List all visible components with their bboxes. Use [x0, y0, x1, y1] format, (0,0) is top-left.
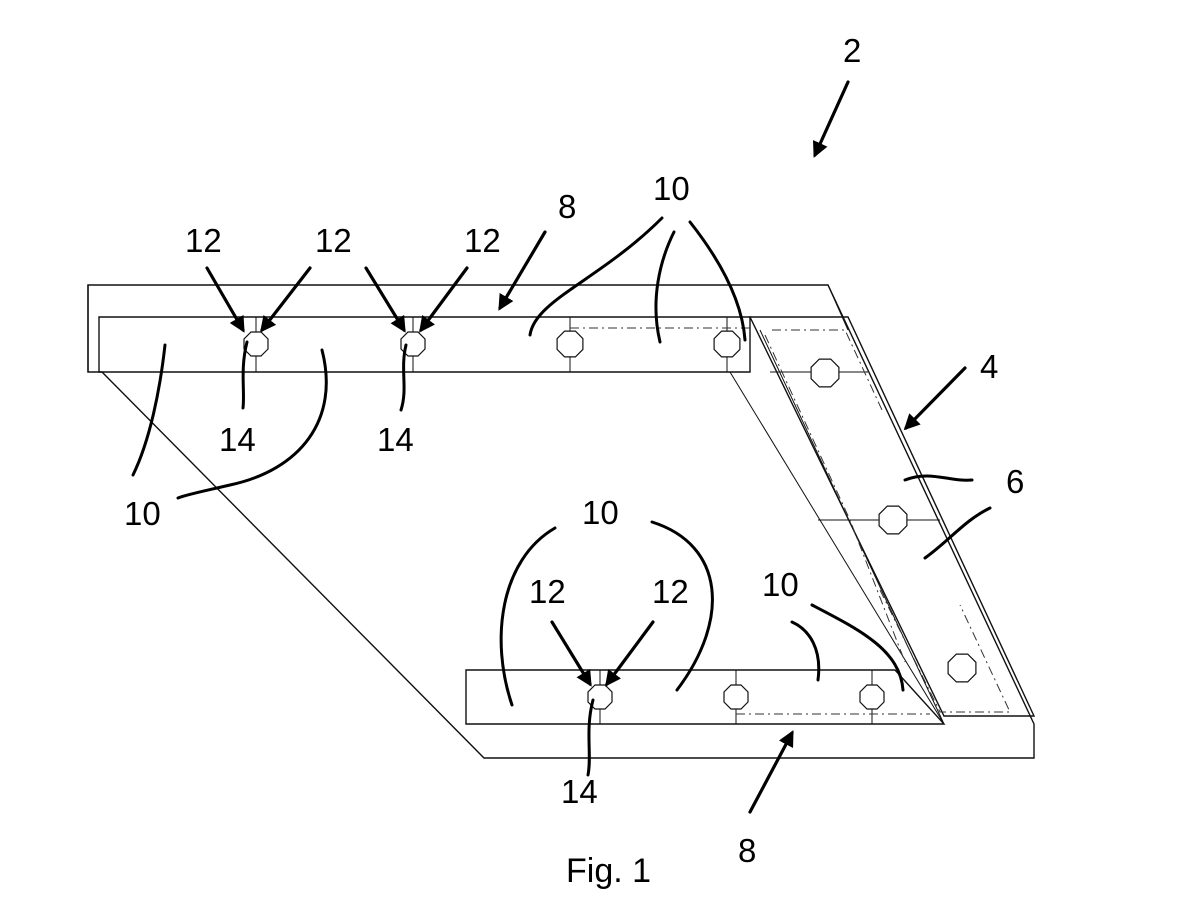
label-14-b: 14	[377, 421, 414, 458]
label-12-c: 12	[464, 222, 501, 259]
bolt-head-7	[947, 653, 977, 683]
bolt-head-6	[878, 505, 908, 535]
bolt-head-9	[723, 684, 749, 710]
label-14-c: 14	[561, 773, 598, 810]
label-12-d: 12	[529, 573, 566, 610]
leader-14-a	[241, 340, 249, 410]
label-8-top: 8	[558, 188, 576, 225]
label-10-left: 10	[124, 495, 161, 532]
leader-10-d	[654, 230, 676, 344]
arrow-12-b	[260, 266, 312, 333]
arrow-12-f	[605, 620, 655, 687]
label-10-top: 10	[653, 170, 690, 207]
label-12-a: 12	[185, 222, 222, 259]
label-8-bottom: 8	[738, 832, 756, 869]
leader-6-b	[923, 506, 992, 560]
leader-6-a	[903, 474, 974, 482]
label-4: 4	[980, 348, 998, 385]
leader-10-g	[650, 520, 714, 692]
bolt-head-3	[556, 330, 584, 358]
arrow-12-a	[205, 266, 245, 333]
label-12-b: 12	[315, 222, 352, 259]
bolt-head-5	[810, 358, 840, 388]
bolt-head-4	[713, 330, 741, 358]
label-10-center: 10	[582, 494, 619, 531]
reference-numerals: 2 4 6 8 8 10 10 10 10 12 12 12 12 12 14 …	[124, 32, 1024, 869]
label-2: 2	[843, 32, 861, 69]
leader-14-b	[399, 343, 408, 412]
label-6: 6	[1006, 463, 1024, 500]
leader-10-f	[499, 526, 557, 707]
label-12-e: 12	[652, 573, 689, 610]
leader-10-a	[131, 343, 167, 477]
diagonal-profile	[729, 316, 1036, 725]
leader-10-c	[528, 216, 664, 337]
arrow-12-c	[364, 266, 406, 333]
label-10-right: 10	[762, 566, 799, 603]
arrow-8-top	[498, 230, 547, 311]
arrow-12-d	[419, 266, 469, 333]
leader-10-e	[688, 220, 747, 342]
leader-10-b	[176, 348, 328, 500]
arrow-4	[903, 366, 967, 431]
base-plate	[87, 284, 1035, 759]
label-14-a: 14	[219, 421, 256, 458]
arrow-2	[812, 80, 850, 158]
bolt-head-8	[587, 684, 613, 710]
arrow-8-bottom	[748, 730, 794, 814]
bolt-head-2	[400, 331, 426, 357]
reference-arrows	[205, 80, 967, 814]
bolt-group	[243, 330, 977, 710]
lower-rail	[465, 669, 946, 725]
leader-lines	[131, 216, 992, 777]
leader-10-h	[790, 620, 821, 682]
bolt-head-1	[243, 331, 269, 357]
leader-10-i	[810, 603, 905, 692]
figure-caption: Fig. 1	[566, 852, 651, 890]
arrow-12-e	[550, 620, 592, 687]
leader-14-c	[586, 698, 595, 777]
bolt-head-10	[859, 684, 885, 710]
